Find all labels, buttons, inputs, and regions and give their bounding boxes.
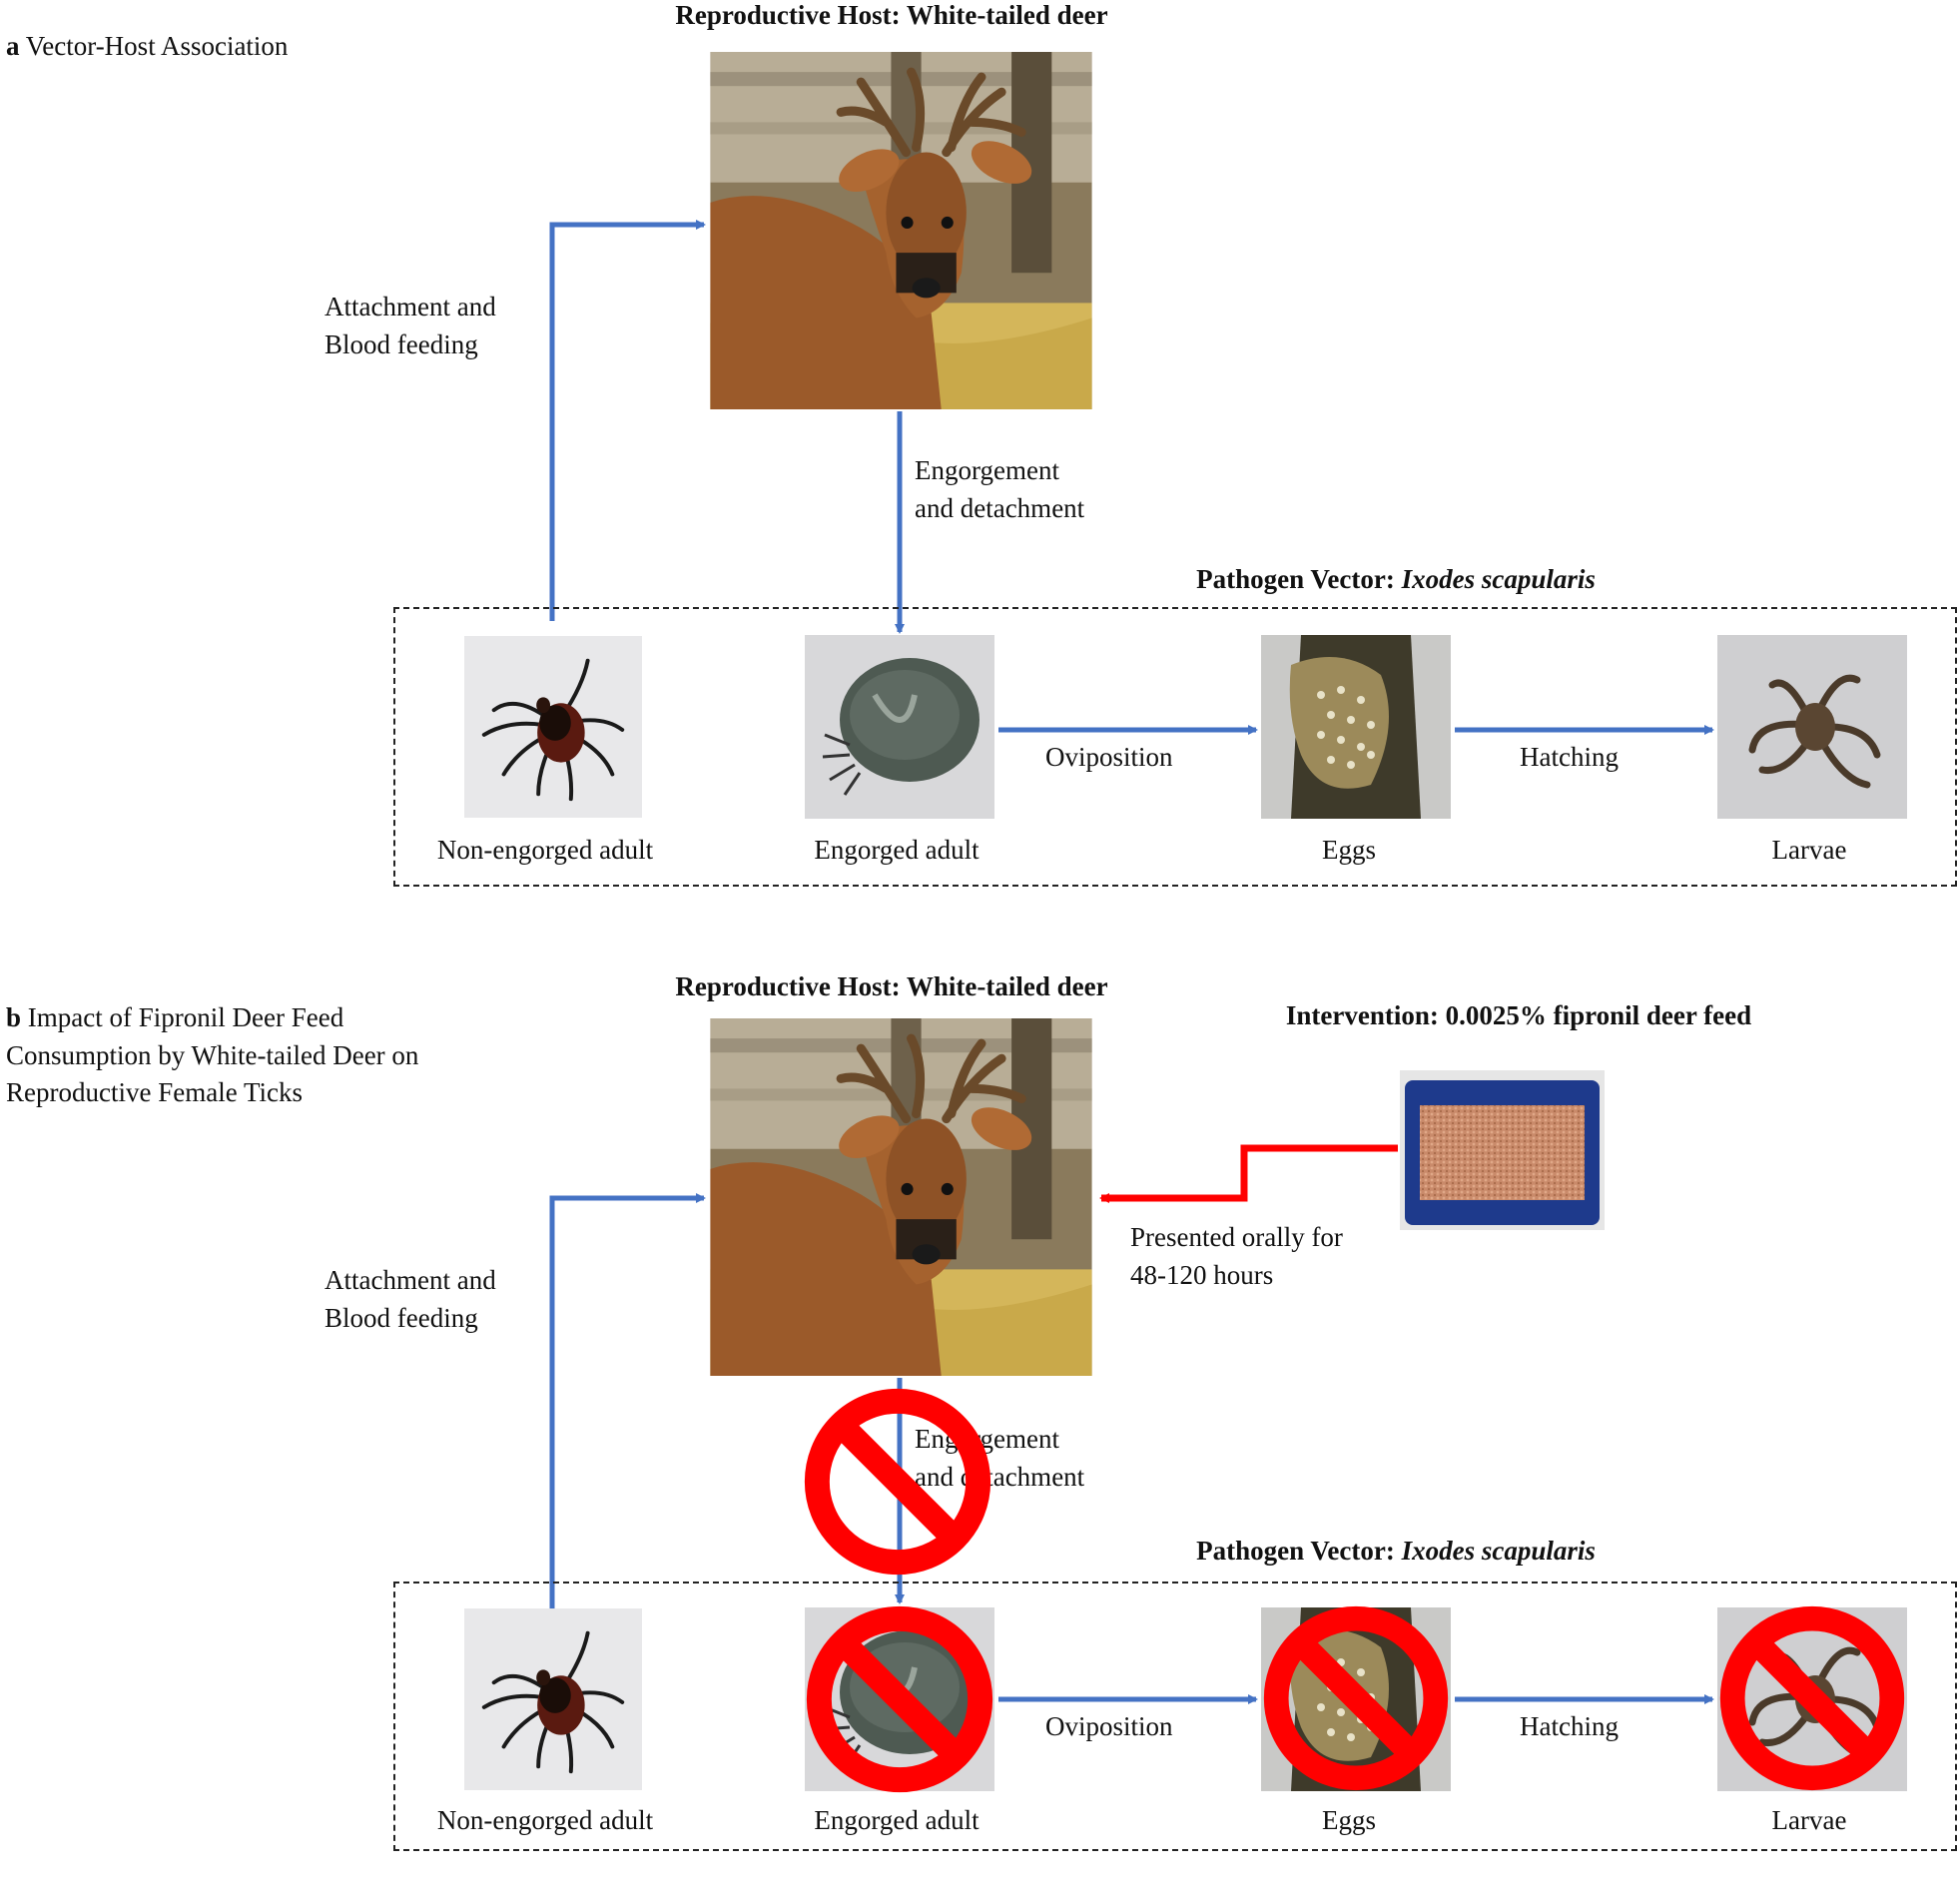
arrow-attachment bbox=[549, 1193, 706, 1609]
vector-species: Ixodes scapularis bbox=[1401, 564, 1596, 594]
stage-label-non-engorged: Non-engorged adult bbox=[436, 835, 654, 865]
hatching-label: Hatching bbox=[1520, 742, 1619, 772]
vector-lifecycle-box bbox=[393, 1582, 1957, 1851]
panel-title-text: Impact of Fipronil Deer Feed bbox=[27, 1002, 344, 1032]
stage-label-engorged: Engorged adult bbox=[814, 1805, 979, 1835]
engorged-tick-photo bbox=[804, 635, 995, 819]
attach-label-line1: Attachment and bbox=[325, 292, 496, 321]
prohibition-icon bbox=[1717, 1603, 1907, 1793]
stage-label-larvae: Larvae bbox=[1771, 1805, 1847, 1835]
panel-b: b Impact of Fipronil Deer Feed Consumpti… bbox=[0, 971, 1957, 1904]
engorge-label-line1: Engorgement bbox=[915, 1424, 1059, 1454]
panel-b-arrows bbox=[549, 1144, 1714, 1704]
hatching-label: Hatching bbox=[1520, 1711, 1619, 1741]
vector-title: Pathogen Vector: Ixodes scapularis bbox=[1196, 1532, 1596, 1570]
engorge-label-line2: and detachment bbox=[915, 1462, 1085, 1492]
deer-photo bbox=[709, 52, 1093, 409]
panel-letter: b bbox=[6, 1002, 22, 1032]
oviposition-label: Oviposition bbox=[1045, 1711, 1173, 1741]
deer-photo bbox=[709, 1018, 1093, 1376]
arrow-intervention bbox=[1099, 1144, 1398, 1203]
arrow-attachment bbox=[549, 220, 706, 621]
stage-label-larvae: Larvae bbox=[1771, 835, 1847, 865]
larvae-photo bbox=[1717, 635, 1907, 819]
stage-label-non-engorged: Non-engorged adult bbox=[436, 1805, 654, 1835]
panel-b-title-line2: Consumption by White-tailed Deer on bbox=[6, 1040, 419, 1070]
attach-label-line2: Blood feeding bbox=[325, 329, 478, 359]
prohibition-icon bbox=[804, 1603, 995, 1795]
non-engorged-tick-photo bbox=[464, 635, 642, 819]
stage-label-eggs: Eggs bbox=[1322, 1805, 1376, 1835]
prohibition-icon bbox=[802, 1386, 993, 1578]
non-engorged-tick-photo bbox=[464, 1607, 642, 1791]
vector-title-prefix: Pathogen Vector: bbox=[1196, 564, 1402, 594]
host-title: Reproductive Host: White-tailed deer bbox=[675, 0, 1108, 30]
presented-label-line1: Presented orally for bbox=[1130, 1222, 1343, 1252]
attach-label-line1: Attachment and bbox=[325, 1265, 496, 1295]
vector-lifecycle-box bbox=[393, 607, 1957, 887]
stage-label-engorged: Engorged adult bbox=[814, 835, 979, 865]
panel-a-arrows bbox=[549, 220, 1714, 735]
oviposition-label: Oviposition bbox=[1045, 742, 1173, 772]
engorge-label-line1: Engorgement bbox=[915, 455, 1059, 485]
panel-b-title-line3: Reproductive Female Ticks bbox=[6, 1077, 303, 1107]
panel-a-title: a Vector-Host Association bbox=[6, 27, 288, 65]
prohibition-icon bbox=[1261, 1603, 1451, 1793]
vector-species: Ixodes scapularis bbox=[1401, 1536, 1596, 1566]
vector-title-prefix: Pathogen Vector: bbox=[1196, 1536, 1402, 1566]
panel-title-text: Vector-Host Association bbox=[25, 31, 289, 61]
panel-a: a Vector-Host Association Reproductive H… bbox=[0, 0, 1957, 931]
fipronil-feed-photo bbox=[1400, 1070, 1605, 1230]
eggs-photo bbox=[1261, 635, 1451, 819]
presented-label-line2: 48-120 hours bbox=[1130, 1260, 1274, 1290]
intervention-title: Intervention: 0.0025% fipronil deer feed bbox=[1285, 1000, 1752, 1030]
stage-label-eggs: Eggs bbox=[1322, 835, 1376, 865]
host-title: Reproductive Host: White-tailed deer bbox=[675, 971, 1108, 1001]
panel-b-title-line1: b Impact of Fipronil Deer Feed bbox=[6, 998, 343, 1036]
panel-letter: a bbox=[6, 31, 20, 61]
vector-title: Pathogen Vector: Ixodes scapularis bbox=[1196, 560, 1596, 598]
engorge-label-line2: and detachment bbox=[915, 493, 1085, 523]
attach-label-line2: Blood feeding bbox=[325, 1303, 478, 1333]
